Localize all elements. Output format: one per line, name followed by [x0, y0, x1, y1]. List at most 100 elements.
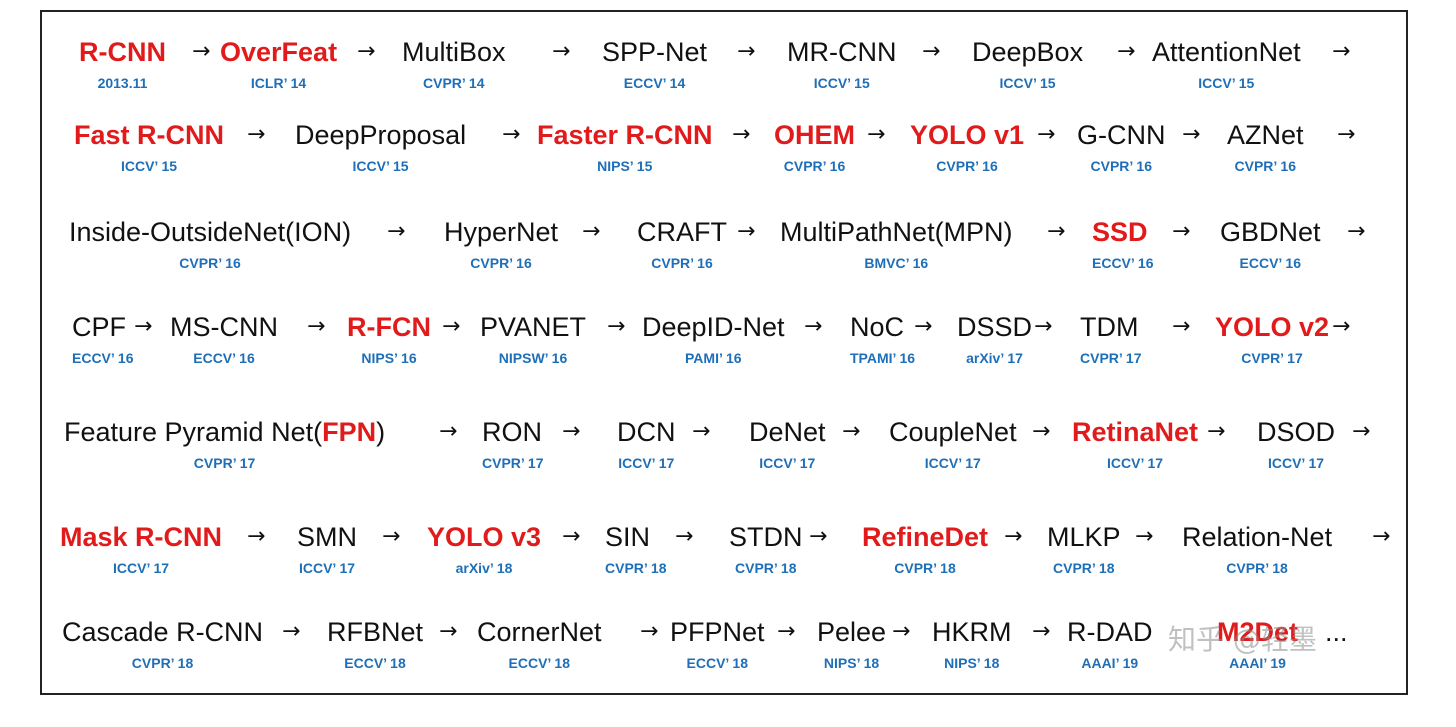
- method-name-part: Feature Pyramid Net(: [64, 417, 323, 447]
- venue-label: CVPR’ 17: [482, 455, 544, 471]
- method-node: HKRM NIPS’ 18: [932, 617, 1012, 671]
- method-name-highlight: FPN: [322, 417, 377, 447]
- arrow-icon: →: [1037, 122, 1056, 147]
- method-name: Pelee: [817, 617, 887, 647]
- arrow-icon: →: [640, 619, 659, 644]
- venue-label: CVPR’ 17: [193, 455, 256, 471]
- venue-label: ICCV’ 15: [999, 75, 1056, 91]
- method-name: M2Det: [1217, 617, 1299, 647]
- method-name: Faster R-CNN: [537, 120, 713, 150]
- venue-label: NIPS’ 18: [823, 655, 880, 671]
- arrow-icon: →: [192, 39, 211, 64]
- method-name: ...: [1325, 617, 1348, 647]
- method-name: MultiBox: [402, 37, 506, 67]
- arrow-icon: →: [307, 314, 326, 339]
- method-name: CoupleNet: [889, 417, 1017, 447]
- arrow-icon: →: [439, 619, 458, 644]
- arrow-icon: →: [247, 524, 266, 549]
- venue-label: CVPR’ 16: [179, 255, 241, 271]
- method-name: RetinaNet: [1072, 417, 1199, 447]
- arrow-icon: →: [922, 39, 941, 64]
- venue-label: CVPR’ 17: [1080, 350, 1142, 366]
- venue-label: CVPR’ 18: [894, 560, 956, 576]
- method-name: Mask R-CNN: [60, 522, 223, 552]
- arrow-icon: →: [562, 524, 581, 549]
- venue-label: CVPR’ 16: [1234, 158, 1296, 174]
- venue-label: ECCV’ 16: [193, 350, 255, 366]
- arrow-icon: →: [1172, 219, 1191, 244]
- arrow-icon: →: [737, 39, 756, 64]
- arrow-icon: →: [582, 219, 601, 244]
- method-name: Relation-Net: [1182, 522, 1333, 552]
- arrow-icon: →: [134, 314, 153, 339]
- method-name: CPF: [72, 312, 126, 342]
- venue-label: CVPR’ 16: [470, 255, 532, 271]
- arrow-icon: →: [562, 419, 581, 444]
- venue-label: ICCV’ 15: [1198, 75, 1255, 91]
- method-name: Fast R-CNN: [74, 120, 225, 150]
- method-name: MLKP: [1047, 522, 1121, 552]
- arrow-icon: →: [1337, 122, 1356, 147]
- venue-label: TPAMI’ 16: [850, 350, 916, 366]
- arrow-icon: →: [502, 122, 521, 147]
- venue-label: ECCV’ 18: [508, 655, 571, 671]
- venue-label: arXiv’ 17: [966, 350, 1023, 366]
- venue-label: NIPS’ 16: [361, 350, 417, 366]
- arrow-icon: →: [1352, 419, 1371, 444]
- venue-label: 2013.11: [97, 75, 148, 91]
- venue-label: ICCV’ 15: [813, 75, 870, 91]
- venue-label: ECCV’ 18: [344, 655, 406, 671]
- method-name: NoC: [850, 312, 905, 342]
- method-name: HKRM: [932, 617, 1012, 647]
- venue-label: CVPR’ 14: [423, 75, 485, 91]
- method-name: SPP-Net: [602, 37, 708, 67]
- venue-label: NIPS’ 18: [944, 655, 1000, 671]
- venue-label: ICCV’ 17: [298, 560, 356, 576]
- method-name: MultiPathNet(MPN): [780, 217, 1013, 247]
- arrow-icon: →: [1004, 524, 1023, 549]
- method-node: NoC TPAMI’ 16: [850, 312, 915, 366]
- watermark: 知乎 @轻墨: [1168, 623, 1317, 656]
- arrow-icon: →: [357, 39, 376, 64]
- method-name: YOLO v2: [1215, 312, 1330, 342]
- venue-label: CVPR’ 18: [1053, 560, 1115, 576]
- method-name: Cascade R-CNN: [62, 617, 264, 647]
- venue-label: CVPR’ 16: [651, 255, 713, 271]
- method-name: SMN: [297, 522, 357, 552]
- venue-label: NIPSW’ 16: [498, 350, 568, 366]
- arrow-icon: →: [1047, 219, 1066, 244]
- venue-label: PAMI’ 16: [685, 350, 742, 366]
- method-name: R-DAD: [1067, 617, 1153, 647]
- venue-label: ECCV’ 16: [72, 350, 134, 366]
- venue-label: CVPR’ 18: [605, 560, 667, 576]
- method-name: DCN: [617, 417, 676, 447]
- method-name: RefineDet: [862, 522, 989, 552]
- method-name: SSD: [1092, 217, 1148, 247]
- venue-label: AAAI’ 19: [1081, 655, 1139, 671]
- arrow-icon: →: [1117, 39, 1136, 64]
- method-name-part: ): [376, 417, 386, 447]
- venue-label: ICCV’ 17: [924, 455, 981, 471]
